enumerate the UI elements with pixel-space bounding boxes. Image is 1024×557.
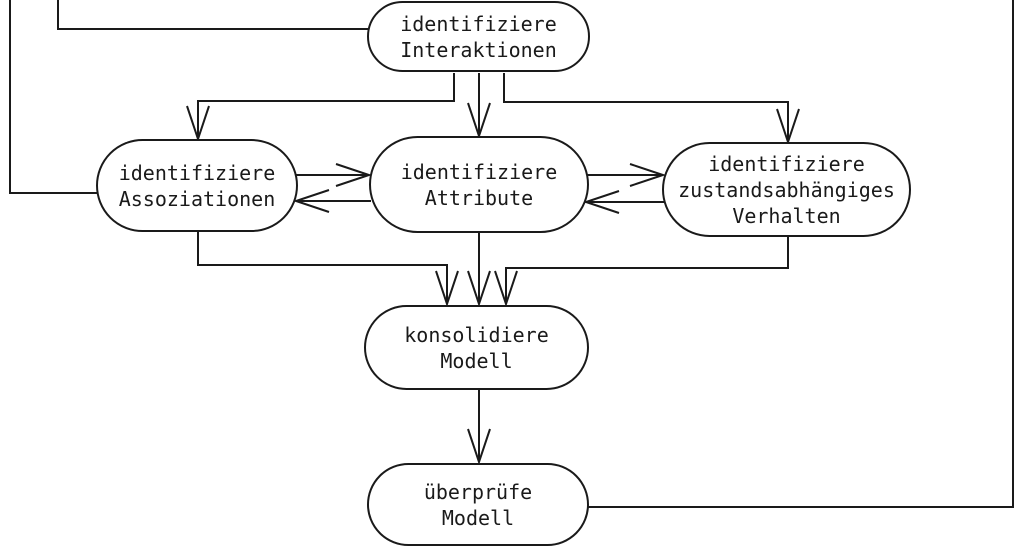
node-identifiziere-zustandsabhaengiges-verhalten-label: identifiziere zustandsabhängiges Verhalt… <box>678 151 895 228</box>
node-identifiziere-attribute: identifiziere Attribute <box>369 136 589 233</box>
node-identifiziere-interaktionen: identifiziere Interaktionen <box>367 1 590 72</box>
edge-interaktionen-to-assoziationen <box>186 73 455 143</box>
node-identifiziere-assoziationen-label: identifiziere Assoziationen <box>118 160 276 211</box>
node-identifiziere-interaktionen-label: identifiziere Interaktionen <box>400 11 557 62</box>
edge-feedback-left-to-assoziationen <box>9 0 98 194</box>
node-identifiziere-attribute-label: identifiziere Attribute <box>400 159 558 210</box>
node-konsolidiere-modell: konsolidiere Modell <box>364 305 589 390</box>
node-konsolidiere-modell-label: konsolidiere Modell <box>404 322 549 373</box>
edge-interaktionen-to-verhalten <box>503 73 800 146</box>
node-identifiziere-assoziationen: identifiziere Assoziationen <box>96 139 298 232</box>
edge-ueberpruefe-feedback-right <box>586 0 1014 508</box>
node-identifiziere-zustandsabhaengiges-verhalten: identifiziere zustandsabhängiges Verhalt… <box>662 142 911 237</box>
edge-assoziationen-to-konsolidiere <box>197 231 459 308</box>
node-ueberpruefe-modell: überprüfe Modell <box>367 463 589 546</box>
edge-feedback-left-to-interaktionen <box>57 0 370 30</box>
edge-verhalten-to-konsolidiere <box>494 236 789 308</box>
node-ueberpruefe-modell-label: überprüfe Modell <box>423 479 533 530</box>
